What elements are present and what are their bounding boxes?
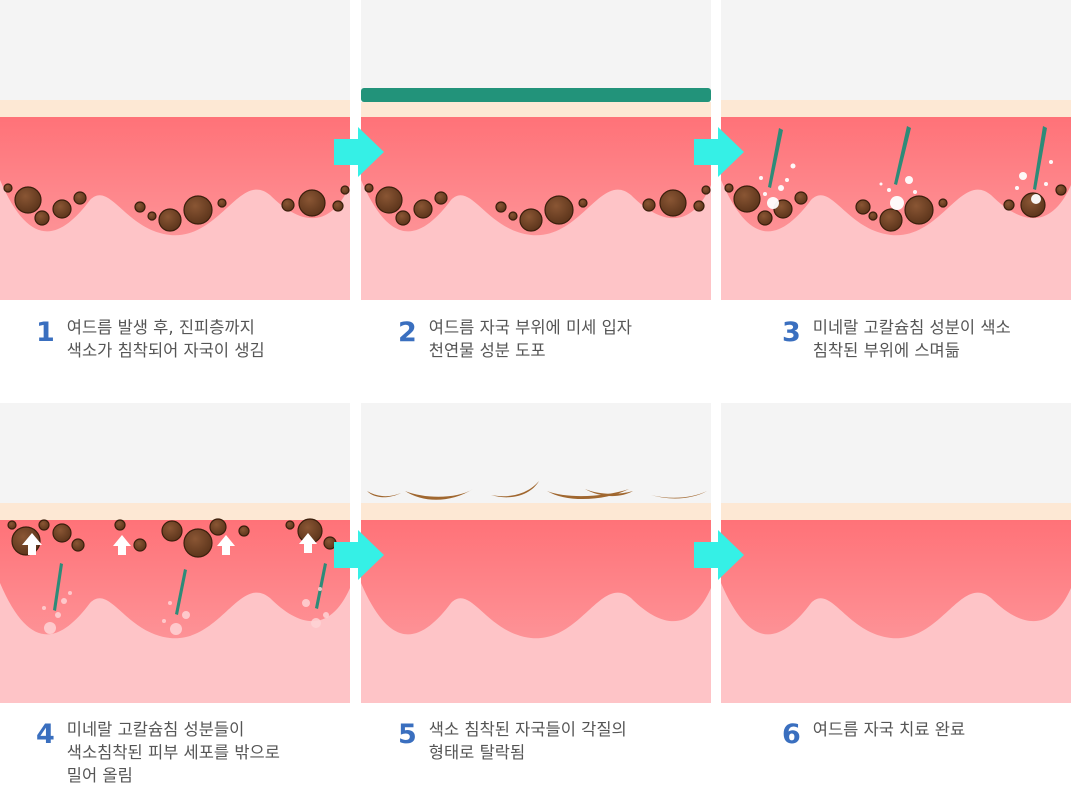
step-line: 여드름 발생 후, 진피층까지 [66,318,255,337]
panel-step-5 [361,403,711,703]
panel-step-4 [0,403,350,703]
step-number: 4 [36,719,55,750]
panel-step-1 [0,0,350,300]
bubbles [759,160,1053,210]
panel-step-2 [361,0,711,300]
skin-diagram-1 [0,0,350,300]
step-number: 2 [398,317,417,348]
skin-diagram-6 [721,403,1071,703]
pigment-dots [7,518,337,558]
arrow-right-icon [334,530,384,580]
subcutis-layer [361,180,711,300]
step-line: 여드름 자국 치료 완료 [812,720,966,739]
caption-step-2: 2 여드름 자국 부위에 미세 입자 천연물 성분 도포 [398,316,632,362]
subcutis-layer [361,583,711,703]
needle-icon [53,563,327,615]
skin-diagram-2 [361,0,711,300]
skin-diagram-5 [361,403,711,703]
step-description: 미네랄 고칼슘침 성분들이 색소침착된 피부 세포를 밖으로 밀어 올림 [67,718,280,787]
panel-step-6 [721,403,1071,703]
pigment-dots [364,183,711,232]
arrow-right-icon [334,127,384,177]
caption-step-1: 1 여드름 발생 후, 진피층까지 색소가 침착되어 자국이 생김 [36,316,265,362]
arrow-right-icon [694,530,744,580]
subcutis-layer [721,180,1071,300]
subcutis-layer [0,583,350,703]
step-line: 색소침착된 피부 세포를 밖으로 [66,743,280,762]
panel-step-3 [721,0,1071,300]
pigment-dots [3,183,350,232]
step-description: 여드름 자국 부위에 미세 입자 천연물 성분 도포 [429,316,632,362]
skin-diagram-4 [0,403,350,703]
step-description: 미네랄 고칼슘침 성분이 색소 침착된 부위에 스며듦 [813,316,1011,362]
step-description: 여드름 발생 후, 진피층까지 색소가 침착되어 자국이 생김 [67,316,265,362]
step-number: 5 [398,719,417,750]
skin-diagram-3 [721,0,1071,300]
step-line: 침착된 부위에 스며듦 [812,341,960,360]
step-line: 형태로 탈락됨 [428,743,526,762]
caption-step-4: 4 미네랄 고칼슘침 성분들이 색소침착된 피부 세포를 밖으로 밀어 올림 [36,718,280,787]
needle-icon [768,126,1047,190]
step-number: 3 [782,317,801,348]
step-line: 미네랄 고칼슘침 성분이 색소 [812,318,1011,337]
bubbles [42,587,329,635]
caption-step-5: 5 색소 침착된 자국들이 각질의 형태로 탈락됨 [398,718,627,764]
subcutis-layer [0,180,350,300]
step-description: 색소 침착된 자국들이 각질의 형태로 탈락됨 [429,718,627,764]
arrow-right-icon [694,127,744,177]
step-number: 6 [782,719,801,750]
caption-step-6: 6 여드름 자국 치료 완료 [782,718,965,750]
flake-icon [367,481,707,500]
subcutis-layer [721,583,1071,703]
step-number: 1 [36,317,55,348]
step-line: 미네랄 고칼슘침 성분들이 [66,720,245,739]
step-line: 천연물 성분 도포 [428,341,546,360]
arrow-up-icon [22,533,317,555]
applied-patch [361,88,711,102]
caption-step-3: 3 미네랄 고칼슘침 성분이 색소 침착된 부위에 스며듦 [782,316,1011,362]
step-line: 색소 침착된 자국들이 각질의 [428,720,627,739]
step-description: 여드름 자국 치료 완료 [813,718,965,741]
step-line: 색소가 침착되어 자국이 생김 [66,341,265,360]
step-line: 여드름 자국 부위에 미세 입자 [428,318,632,337]
step-line: 밀어 올림 [66,766,133,785]
